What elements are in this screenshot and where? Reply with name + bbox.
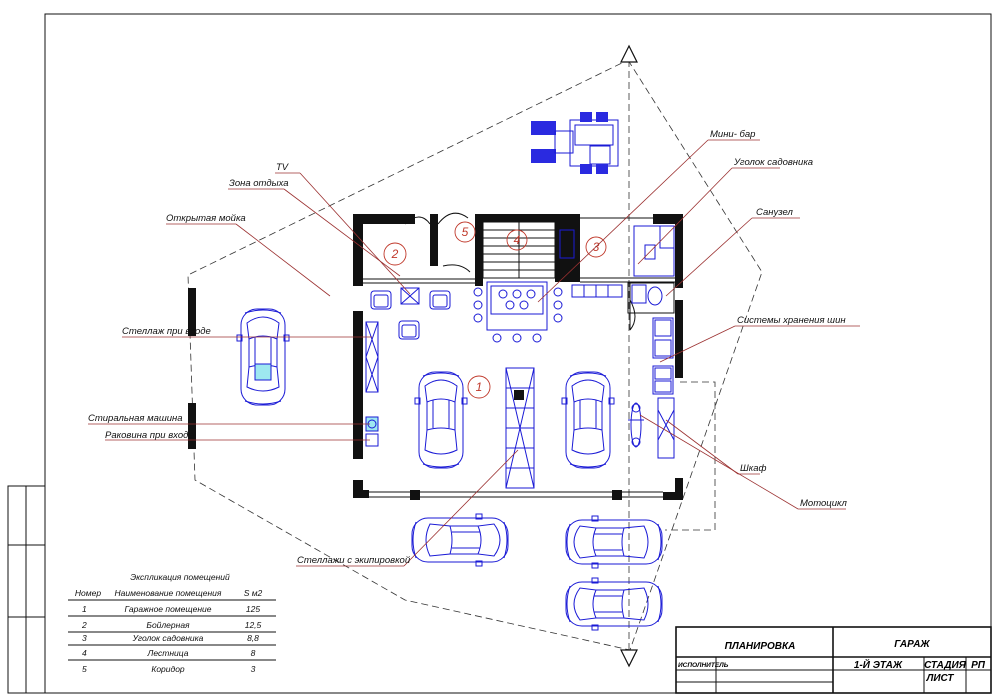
leader-lines — [88, 139, 860, 567]
bathroom-fixtures — [627, 282, 675, 314]
explication-cell: 2 — [81, 620, 87, 630]
garden-corner-furniture — [559, 225, 675, 277]
label-washing-machine: Стиральная машина — [88, 413, 183, 424]
explication-cell: 3 — [82, 633, 87, 643]
tire-storage-rack — [571, 284, 675, 459]
motorcycle — [628, 402, 644, 448]
explication-row: 3 Уголок садовника 8,8 — [68, 633, 276, 646]
title-sheet: ЛИСТ — [925, 673, 954, 684]
explication-cell: Уголок садовника — [132, 633, 204, 643]
title-code: РП — [971, 660, 986, 671]
label-entry-sink: Раковина при входе — [105, 430, 194, 441]
label-wardrobe: Шкаф — [740, 463, 767, 474]
sheet-frame — [7, 13, 992, 694]
label-mini-bar: Мини- бар — [710, 129, 755, 140]
room-number-1: 1 — [476, 380, 483, 394]
explication-row: 2 Бойлерная 12,5 — [68, 620, 276, 633]
explication-row: 4 Лестница 8 — [68, 648, 276, 661]
rest-zone-furniture — [370, 287, 451, 340]
building-walls — [353, 212, 683, 500]
title-stage: СТАДИЯ — [924, 660, 967, 671]
explication-header-name: Наименование помещения — [115, 588, 222, 598]
label-entry-rack: Стеллаж при входе — [122, 326, 211, 337]
label-tire-storage: Системы хранения шин — [737, 315, 846, 326]
explication-cell: 3 — [251, 664, 256, 674]
explication-cell: 12,5 — [245, 620, 262, 630]
room-number-4: 4 — [514, 233, 521, 247]
bar-counter — [473, 281, 563, 343]
explication-row: 5 Коридор 3 — [82, 664, 256, 674]
title-floor: 1-Й ЭТАЖ — [854, 658, 903, 671]
explication-cell: Коридор — [151, 664, 185, 674]
explication-cell: 1 — [82, 604, 87, 614]
title-object-name: ГАРАЖ — [894, 639, 930, 650]
garden-tractor — [531, 112, 619, 174]
explication-table: Экспликация помещений Номер Наименование… — [68, 572, 276, 674]
title-performer: ИСПОЛНИТЕЛЬ — [678, 662, 729, 669]
explication-cell: 125 — [246, 604, 260, 614]
explication-cell: 8,8 — [247, 633, 259, 643]
entry-fixtures — [365, 321, 379, 447]
explication-header-number: Номер — [75, 588, 101, 598]
explication-title: Экспликация помещений — [130, 572, 230, 582]
cars — [236, 308, 663, 631]
explication-cell: Лестница — [147, 648, 189, 658]
label-bathroom: Санузел — [756, 207, 794, 218]
explication-row: 1 Гаражное помещение 125 — [68, 604, 276, 617]
explication-cell: 8 — [251, 648, 256, 658]
room-number-2: 2 — [391, 247, 399, 261]
room-number-5: 5 — [462, 225, 469, 239]
title-drawing-name: ПЛАНИРОВКА — [725, 641, 796, 652]
label-rest-zone: Зона отдыха — [229, 178, 289, 189]
callout-labels: Мини- бар Уголок садовника Санузел Систе… — [88, 129, 847, 566]
label-garden-corner: Уголок садовника — [733, 157, 813, 168]
explication-cell: 4 — [82, 648, 87, 658]
label-open-wash: Открытая мойка — [166, 213, 246, 224]
label-tv: TV — [276, 162, 290, 173]
explication-cell: Гаражное помещение — [125, 604, 212, 614]
label-equipment-racks: Стеллажи с экипировкой — [297, 555, 411, 566]
label-motorcycle: Мотоцикл — [800, 498, 847, 509]
equipment-rack — [505, 367, 535, 489]
explication-cell: 5 — [82, 664, 87, 674]
explication-cell: Бойлерная — [146, 620, 190, 630]
site-boundary — [187, 44, 763, 668]
explication-header-area: S м2 — [244, 588, 263, 598]
title-block: ПЛАНИРОВКА ГАРАЖ ИСПОЛНИТЕЛЬ 1-Й ЭТАЖ СТ… — [675, 626, 992, 694]
